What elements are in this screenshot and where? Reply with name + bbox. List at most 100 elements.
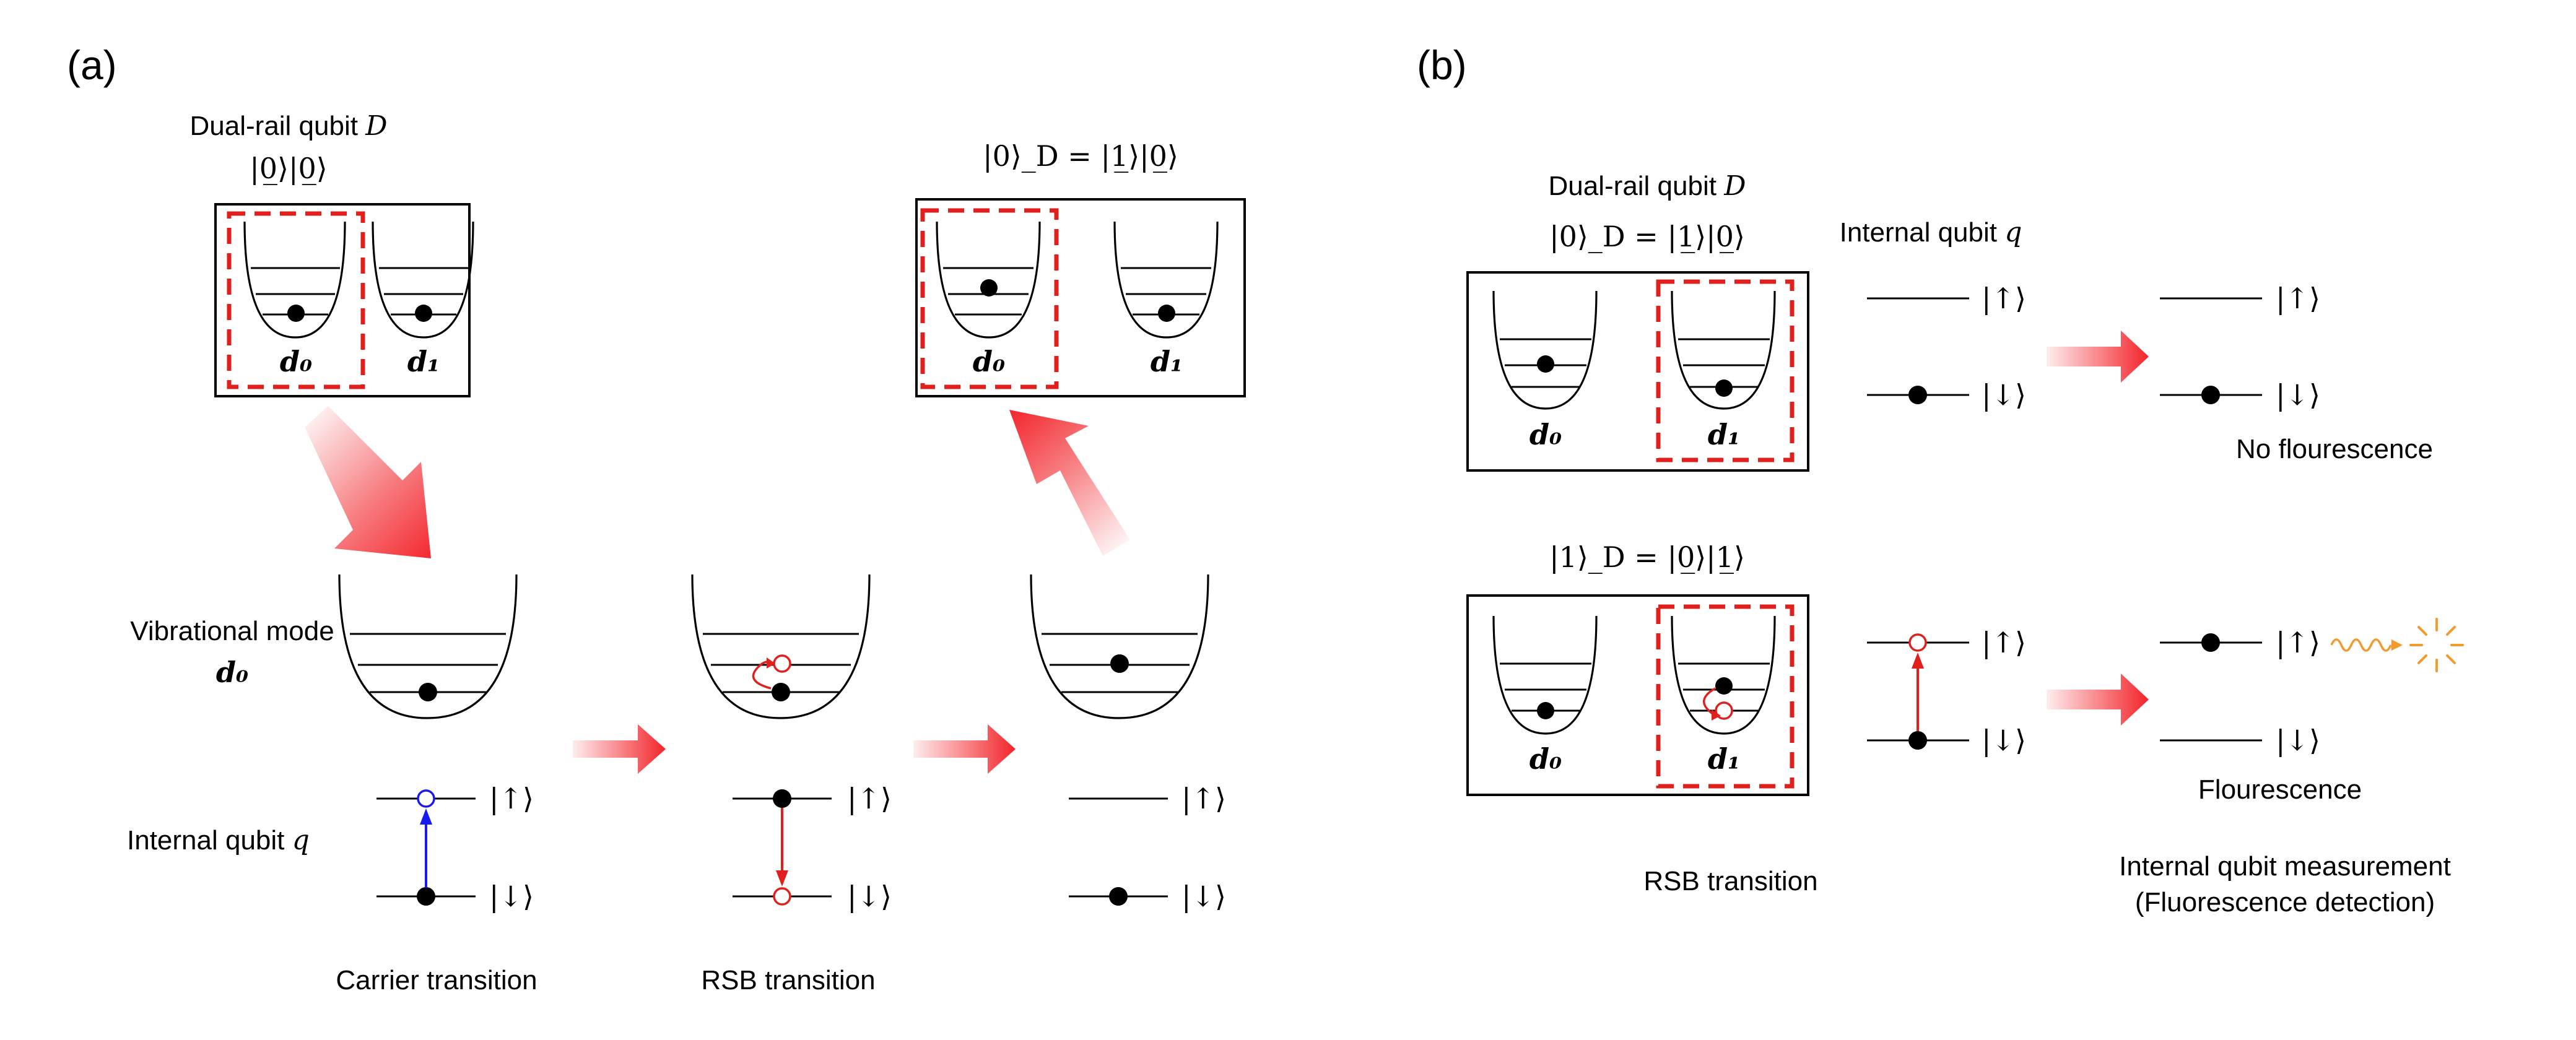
- b-mode-d0-label: d₀: [1530, 418, 1562, 451]
- b-ion-target-up: [1908, 633, 1927, 652]
- b-arrow-right-top: [2047, 331, 2149, 383]
- b-highlight-d1-top: [1656, 279, 1795, 462]
- b-mode-d1-label: d₁: [1708, 418, 1740, 451]
- a-ion-target-down: [773, 887, 791, 906]
- b-trap-d0: [1492, 615, 1598, 735]
- b-rsb-caption: RSB transition: [1643, 866, 1817, 896]
- a-ion-down: [1109, 887, 1128, 906]
- b-measurement-caption-2: (Fluorescence detection): [2135, 887, 2435, 917]
- a-internal-label-text: Internal qubit: [127, 825, 292, 856]
- a-arrow-right-1: [573, 724, 666, 774]
- b-fluorescence-burst-icon: [2409, 618, 2464, 672]
- b-arrow-right-bottom: [2047, 674, 2149, 726]
- a-vib-label: Vibrational mode: [130, 616, 334, 646]
- a-arrow-down: [305, 406, 431, 558]
- b-ion-up: [2201, 633, 2220, 652]
- a-dual-rail-box-right: [915, 198, 1246, 397]
- a-internal-label: Internal qubit q: [127, 825, 310, 856]
- a-phonon-dot: [287, 305, 305, 322]
- b-trap-d1: [1671, 615, 1776, 735]
- b-state-1D: |1⟩_D = |0̲⟩|1̲⟩: [1549, 540, 1745, 574]
- a-dual-rail-title-text: Dual-rail qubit: [190, 111, 366, 141]
- panel-a-label: (a): [67, 42, 117, 88]
- b-phonon-dot: [1537, 355, 1554, 373]
- b-internal-label-var: q: [2004, 217, 2022, 248]
- b-trap-d0: [1492, 290, 1598, 410]
- b-ket-down: |↓⟩: [1982, 378, 2026, 412]
- a-state-0D: |0⟩_D = |1̲⟩|0̲⟩: [983, 139, 1178, 173]
- a-rsb-caption: RSB transition: [701, 965, 875, 995]
- a-rsb-arrowhead: [776, 870, 788, 886]
- b-state-0D: |0⟩_D = |1̲⟩|0̲⟩: [1549, 220, 1745, 253]
- a-carrier-caption: Carrier transition: [336, 965, 537, 995]
- a-dual-rail-box-left: [214, 203, 471, 397]
- b-ion-down: [2201, 386, 2220, 404]
- b-rsb-arrowhead: [1912, 652, 1924, 669]
- b-trap-d1: [1671, 290, 1776, 410]
- b-photon-arrowhead: [2391, 639, 2403, 651]
- a-mode-d1-label: d₁: [1151, 345, 1183, 378]
- b-ket-up: |↑⟩: [2276, 282, 2320, 315]
- a-trap-d0-final: [936, 221, 1041, 339]
- a-arrow-right-2: [913, 724, 1016, 774]
- a-vib-trap-2: [691, 574, 871, 719]
- a-ket-down: |↓⟩: [847, 880, 892, 913]
- a-ion-target-up: [417, 789, 435, 808]
- b-internal-label-text: Internal qubit: [1840, 217, 2005, 248]
- b-box-state1: [1466, 594, 1809, 796]
- a-dual-rail-title-var: D: [365, 110, 387, 142]
- a-phonon-dot: [772, 683, 790, 701]
- b-mode-d0-label: d₀: [1530, 742, 1562, 776]
- a-ion-down: [417, 887, 435, 906]
- a-phonon-dot: [980, 279, 998, 297]
- a-trap-d0: [243, 221, 346, 339]
- a-ion-up: [773, 789, 791, 808]
- b-ket-up: |↑⟩: [1982, 626, 2026, 659]
- b-ket-down: |↓⟩: [1982, 724, 2026, 757]
- a-mode-d0-label: d₀: [973, 345, 1005, 378]
- a-ket-up: |↑⟩: [489, 782, 534, 815]
- a-vib-trap-3: [1030, 574, 1209, 719]
- b-ket-up: |↑⟩: [2276, 626, 2320, 659]
- a-highlight-d0-final: [920, 208, 1059, 389]
- a-mode-d0-label: d₀: [280, 345, 312, 378]
- a-trap-d1: [372, 221, 474, 339]
- b-phonon-source: [1715, 701, 1733, 720]
- a-phonon-dot: [1110, 654, 1129, 673]
- a-highlight-d0: [227, 211, 365, 389]
- b-ion-down: [1908, 731, 1927, 750]
- a-phonon-dot: [415, 305, 432, 322]
- b-phonon-dot: [1537, 702, 1554, 719]
- b-ket-up: |↑⟩: [1982, 282, 2026, 315]
- a-mode-d1-label: d₁: [407, 345, 440, 378]
- a-phonon-dot: [1158, 305, 1175, 322]
- b-dual-rail-title: Dual-rail qubit D: [1549, 170, 1746, 202]
- a-phonon-target: [773, 654, 791, 673]
- b-measurement-caption-1: Internal qubit measurement: [2119, 851, 2451, 882]
- a-vib-mode: d₀: [216, 656, 248, 689]
- b-phonon-dot: [1715, 379, 1733, 397]
- a-dual-rail-title: Dual-rail qubit D: [190, 110, 388, 142]
- b-photon-wave: [2330, 638, 2392, 652]
- b-mode-d1-label: d₁: [1708, 742, 1740, 776]
- b-ion-down: [1908, 386, 1927, 404]
- b-phonon-dot: [1715, 677, 1733, 695]
- a-phonon-dot: [419, 683, 437, 701]
- b-dual-rail-title-var: D: [1723, 170, 1746, 202]
- panel-b-label: (b): [1417, 42, 1467, 88]
- b-dual-rail-title-text: Dual-rail qubit: [1549, 171, 1725, 201]
- b-fluorescence: Flourescence: [2198, 774, 2362, 805]
- a-phonon-curl-head: [767, 657, 775, 669]
- b-phonon-curl-head: [1712, 709, 1721, 721]
- b-internal-label: Internal qubit q: [1840, 217, 2022, 248]
- a-ket-up: |↑⟩: [1181, 782, 1226, 815]
- a-carrier-arrowhead: [420, 808, 432, 825]
- b-no-fluorescence: No flourescence: [2236, 434, 2433, 464]
- a-vib-trap-1: [338, 574, 518, 719]
- a-internal-label-var: q: [292, 825, 310, 856]
- a-ket-up: |↑⟩: [847, 782, 892, 815]
- b-box-state0: [1466, 271, 1809, 472]
- a-ket-down: |↓⟩: [489, 880, 534, 913]
- b-highlight-d1-bottom: [1656, 604, 1795, 789]
